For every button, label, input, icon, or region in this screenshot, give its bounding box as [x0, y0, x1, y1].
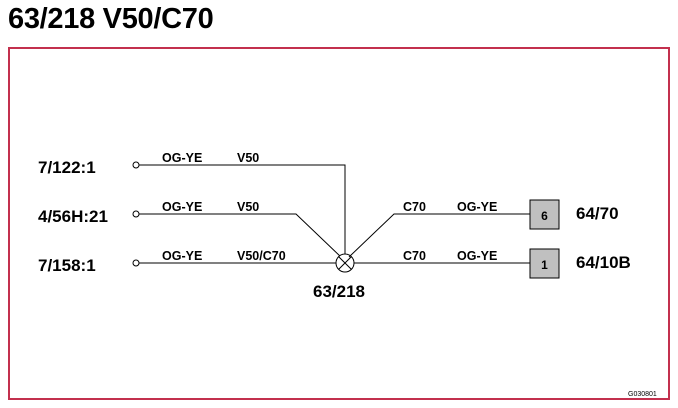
right-connector-2: 1 C70 OG-YE 64/10B — [354, 248, 631, 279]
connector-label: 7/158:1 — [38, 256, 96, 275]
connector-pin-box — [529, 199, 560, 230]
wire-variant-label: C70 — [403, 249, 426, 263]
wire-variant-label: V50 — [237, 151, 259, 165]
left-connector-3: 7/158:1 OG-YE V50/C70 — [38, 249, 336, 275]
wire-line — [139, 164, 346, 254]
connector-pin-box — [529, 248, 560, 279]
wire-line — [139, 213, 343, 259]
terminal-icon — [132, 210, 140, 218]
left-connector-1: 7/122:1 OG-YE V50 — [38, 151, 346, 254]
terminal-icon — [132, 161, 140, 169]
wire-variant-label: C70 — [403, 200, 426, 214]
connector-label: 64/70 — [576, 204, 619, 223]
splice-label: 63/218 — [313, 282, 365, 301]
wire-variant-label: V50 — [237, 200, 259, 214]
splice-point: 63/218 — [313, 253, 365, 301]
right-connector-1: 6 C70 OG-YE 64/70 — [348, 199, 619, 258]
wire-variant-label: V50/C70 — [237, 249, 286, 263]
pin-number: 6 — [541, 209, 548, 223]
terminal-icon — [132, 259, 140, 267]
wire-color-label: OG-YE — [162, 200, 202, 214]
wire-line — [348, 213, 530, 258]
connector-label: 7/122:1 — [38, 158, 96, 177]
pin-number: 1 — [541, 258, 548, 272]
page-title: 63/218 V50/C70 — [8, 3, 214, 35]
connector-label: 4/56H:21 — [38, 207, 108, 226]
left-connector-2: 4/56H:21 OG-YE V50 — [38, 200, 343, 259]
wire-color-label: OG-YE — [162, 151, 202, 165]
diagram-frame — [8, 47, 670, 400]
wire-color-label: OG-YE — [457, 249, 497, 263]
drawing-code: G030801 — [628, 391, 657, 398]
connector-label: 64/10B — [576, 253, 631, 272]
wire-color-label: OG-YE — [457, 200, 497, 214]
wire-color-label: OG-YE — [162, 249, 202, 263]
